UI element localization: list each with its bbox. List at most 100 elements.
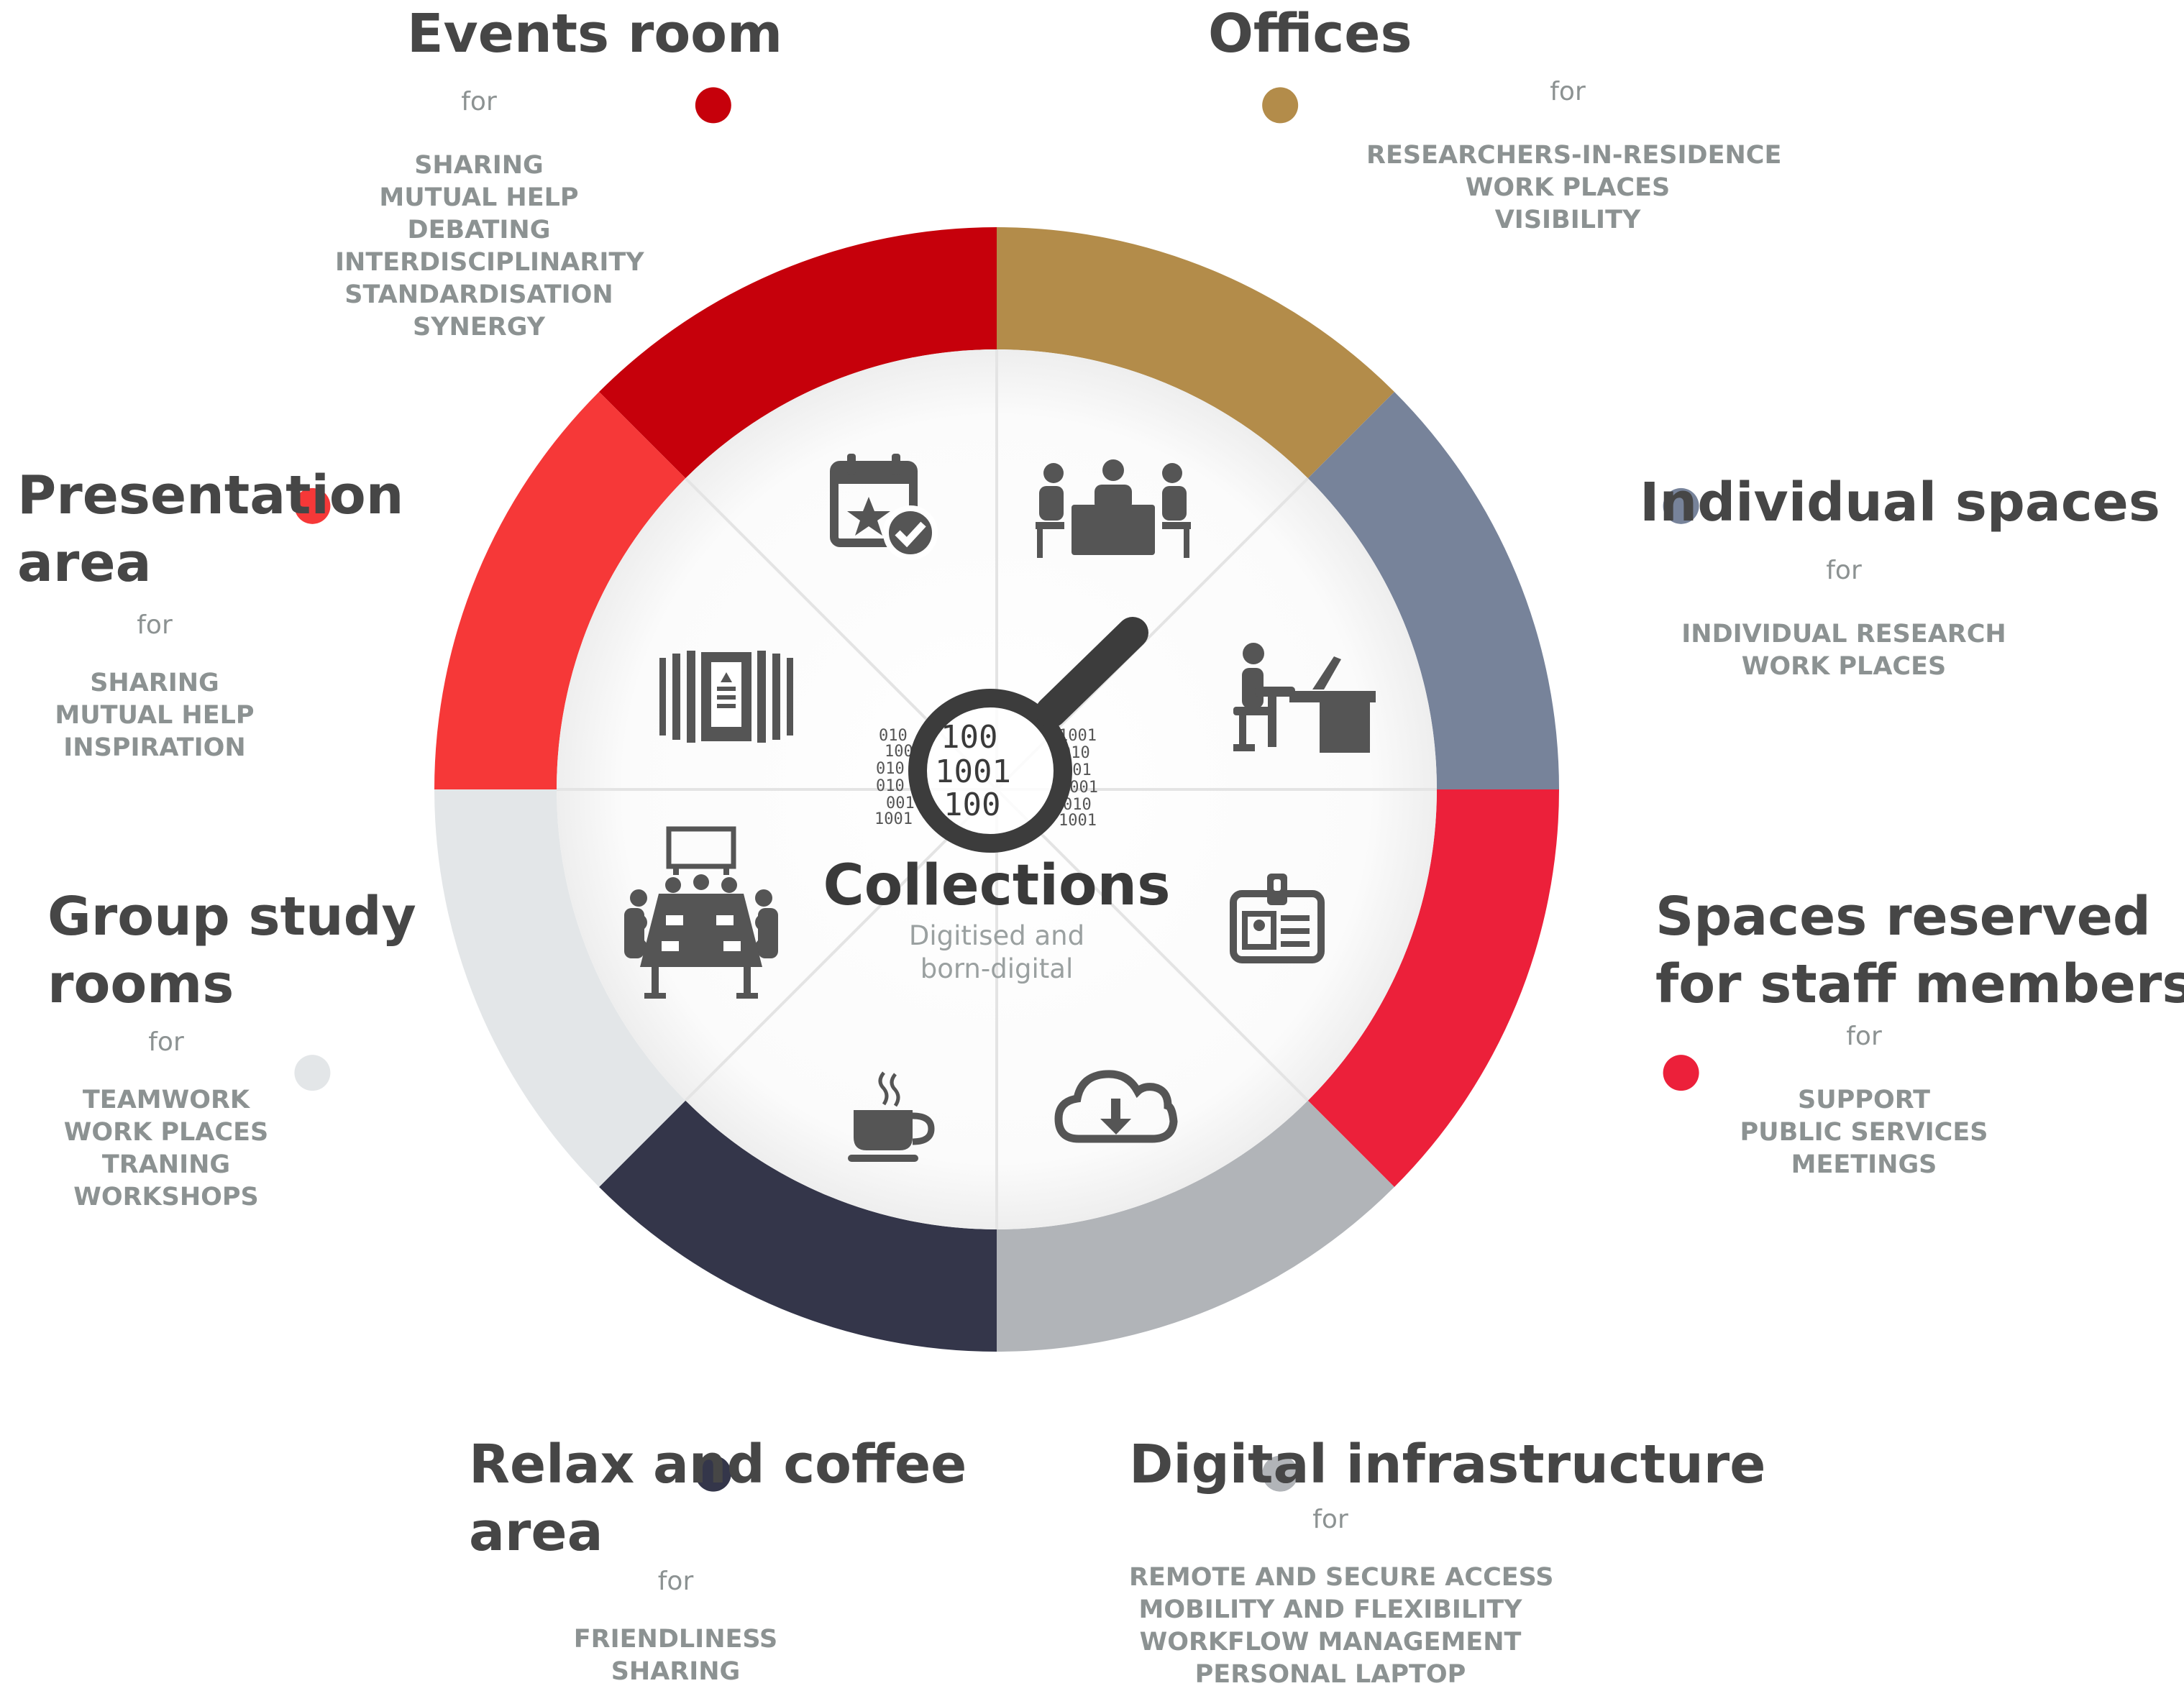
- binary-row: 100: [943, 787, 1000, 823]
- section-title: Events room: [407, 3, 783, 65]
- binary-row: 001: [886, 794, 915, 812]
- binary-row: 1001: [935, 753, 1011, 790]
- outer-ring: [434, 227, 1559, 1352]
- section-title: Relax and coffee: [469, 1434, 967, 1495]
- marker-dot-offices: [1262, 87, 1299, 124]
- section-items: RESEARCHERS-IN-RESIDENCE WORK PLACES VIS…: [1366, 139, 1782, 237]
- binary-row: 010: [876, 760, 905, 778]
- section-label-digital: Digital infrastructure for REMOTE AND SE…: [1129, 1431, 1766, 1691]
- meeting-table-icon: [1036, 459, 1191, 558]
- list-item: WORKFLOW MANAGEMENT: [1139, 1628, 1522, 1656]
- section-for: for: [657, 1567, 694, 1596]
- list-item: VISIBILITY: [1494, 206, 1641, 234]
- section-title: rooms: [47, 953, 234, 1015]
- section-title: area: [469, 1501, 603, 1563]
- section-for: for: [461, 87, 497, 116]
- marker-dot-presentation: [294, 487, 331, 524]
- center-subtitle-line: Digitised and: [909, 920, 1084, 951]
- list-item: WORKSHOPS: [73, 1183, 259, 1211]
- list-item: FRIENDLINESS: [573, 1625, 778, 1654]
- section-label-offices: Offices for RESEARCHERS-IN-RESIDENCE WOR…: [1208, 0, 1782, 237]
- binary-row: 1001: [1059, 812, 1097, 830]
- binary-row: 010: [1063, 796, 1092, 814]
- binary-row: 010: [876, 777, 905, 795]
- ring-segment-offices: [997, 227, 1394, 479]
- marker-dot-individual: [1663, 487, 1699, 524]
- section-for: for: [1846, 1022, 1882, 1051]
- section-label-individual: Individual spaces for INDIVIDUAL RESEARC…: [1640, 469, 2160, 683]
- list-item: INSPIRATION: [63, 733, 246, 762]
- calendar-star-check-icon: [830, 454, 938, 560]
- section-items: SHARING MUTUAL HELP INSPIRATION: [17, 667, 292, 764]
- section-items: SUPPORT PUBLIC SERVICES MEETINGS: [1655, 1084, 2073, 1181]
- binary-row: 100: [941, 719, 997, 756]
- ring-segment-events: [599, 227, 997, 479]
- center-title: Collections: [823, 853, 1170, 918]
- ring-segment-group: [434, 789, 686, 1187]
- id-badge-icon: [1230, 874, 1325, 963]
- section-for: for: [1550, 77, 1586, 106]
- ring-segment-staff: [1307, 789, 1559, 1187]
- ring-segment-presentation: [434, 392, 686, 789]
- marker-dot-events: [695, 87, 731, 124]
- section-label-staff: Spaces reserved for staff members for SU…: [1655, 883, 2184, 1181]
- list-item: WORK PLACES: [1465, 173, 1671, 202]
- section-items: FRIENDLINESS SHARING: [469, 1623, 882, 1688]
- list-item: TRANING: [101, 1150, 231, 1179]
- list-item: INDIVIDUAL RESEARCH: [1681, 620, 2006, 649]
- list-item: MUTUAL HELP: [55, 701, 255, 730]
- section-title: for staff members: [1655, 953, 2184, 1015]
- marker-dot-group: [294, 1055, 331, 1091]
- list-item: STANDARDISATION: [344, 280, 613, 309]
- list-item: TEAMWORK: [82, 1086, 250, 1114]
- coffee-cup-icon: [848, 1071, 935, 1162]
- list-item: WORK PLACES: [1741, 652, 1947, 681]
- list-item: RESEARCHERS-IN-RESIDENCE: [1366, 141, 1782, 170]
- list-item: MUTUAL HELP: [379, 183, 579, 212]
- list-item: REMOTE AND SECURE ACCESS: [1129, 1563, 1554, 1592]
- list-item: SHARING: [90, 669, 219, 697]
- center-subtitle-line: born-digital: [920, 953, 1073, 984]
- section-label-events: Events room for SHARING MUTUAL HELP DEBA…: [335, 0, 783, 344]
- presentation-panels-icon: [659, 651, 793, 743]
- section-title: Individual spaces: [1640, 472, 2160, 533]
- section-items: REMOTE AND SECURE ACCESS MOBILITY AND FL…: [1129, 1562, 1554, 1691]
- ring-segment-digital: [997, 1100, 1394, 1352]
- section-title: Digital infrastructure: [1129, 1434, 1766, 1495]
- ring-segment-individual: [1307, 392, 1559, 789]
- list-item: MOBILITY AND FLEXIBILITY: [1138, 1595, 1522, 1624]
- section-for: for: [1826, 556, 1862, 585]
- section-label-presentation: Presentation area for SHARING MUTUAL HEL…: [17, 462, 420, 764]
- binary-row: 1001: [874, 810, 913, 828]
- section-items: SHARING MUTUAL HELP DEBATING INTERDISCIP…: [335, 150, 644, 344]
- section-title: Spaces reserved: [1655, 886, 2151, 948]
- marker-dots: [294, 87, 1699, 1492]
- cloud-download-icon: [1054, 1070, 1178, 1143]
- divider-line: [995, 788, 1310, 1102]
- list-item: PUBLIC SERVICES: [1740, 1118, 1988, 1147]
- list-item: SUPPORT: [1798, 1086, 1930, 1114]
- list-item: MEETINGS: [1791, 1150, 1937, 1179]
- list-item: DEBATING: [407, 216, 551, 244]
- list-item: SYNERGY: [412, 313, 545, 342]
- section-label-relax: Relax and coffee area for FRIENDLINESS S…: [469, 1431, 972, 1688]
- section-label-group: Group study rooms for TEAMWORK WORK PLAC…: [47, 883, 450, 1214]
- list-item: WORK PLACES: [63, 1118, 269, 1147]
- section-items: INDIVIDUAL RESEARCH WORK PLACES: [1545, 618, 2143, 683]
- section-items: TEAMWORK WORK PLACES TRANING WORKSHOPS: [47, 1084, 285, 1214]
- section-title: Presentation: [17, 464, 404, 526]
- person-at-desk-icon: [1233, 643, 1376, 753]
- section-for: for: [148, 1027, 184, 1057]
- list-item: INTERDISCIPLINARITY: [335, 248, 644, 277]
- divider-line: [684, 788, 998, 1102]
- magnifying-glass-icon: 100 1001 100: [908, 617, 1148, 853]
- marker-dot-relax: [695, 1455, 731, 1492]
- list-item: SHARING: [611, 1657, 741, 1686]
- section-title: area: [17, 532, 152, 594]
- section-title: Group study: [47, 886, 416, 948]
- marker-dot-digital: [1262, 1455, 1299, 1492]
- section-for: for: [1312, 1505, 1348, 1534]
- conference-table-icon: [624, 826, 778, 999]
- list-item: PERSONAL LAPTOP: [1194, 1660, 1466, 1689]
